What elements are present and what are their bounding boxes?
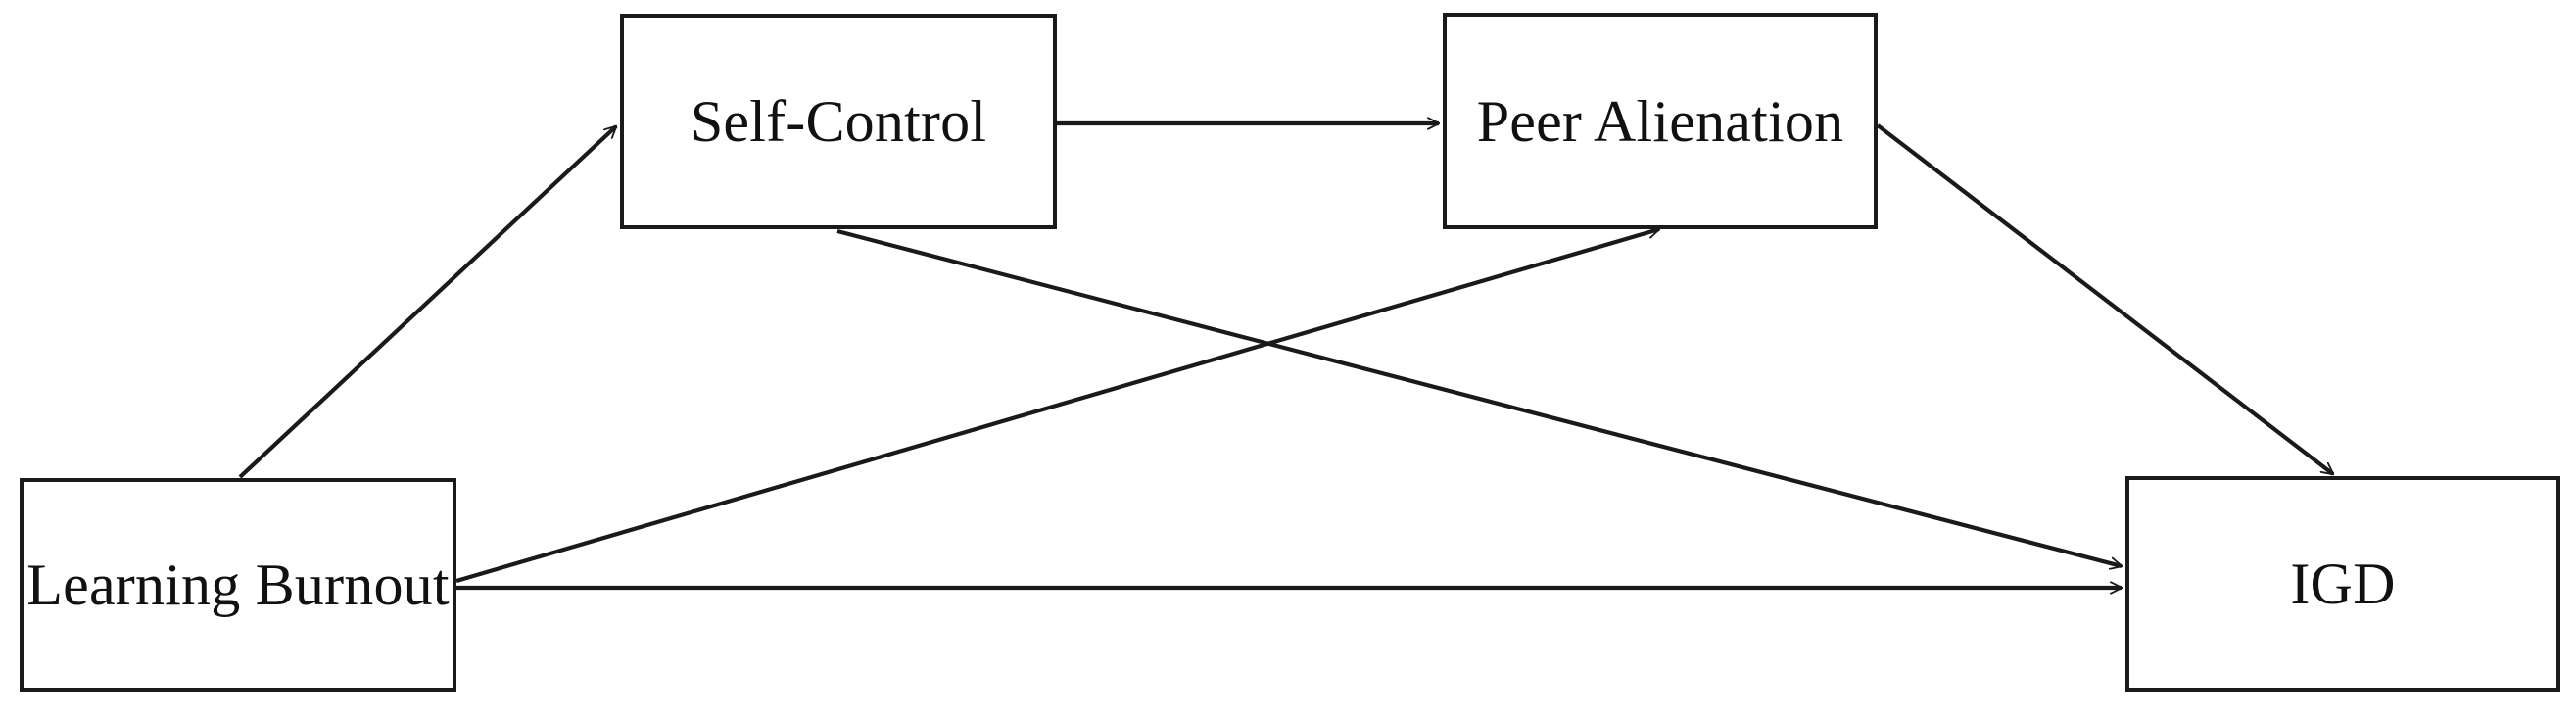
edge-lb-to-pa	[455, 229, 1659, 584]
edge-sc-to-igd	[836, 228, 2122, 566]
node-igd-label: IGD	[2290, 552, 2396, 616]
node-igd[interactable]: IGD	[2125, 476, 2560, 692]
node-self-control-label: Self-Control	[690, 89, 987, 154]
edge-lb-to-sc	[238, 126, 616, 479]
node-learning-burnout[interactable]: Learning Burnout	[20, 478, 456, 692]
node-peer-alienation-label: Peer Alienation	[1476, 88, 1844, 154]
node-peer-alienation[interactable]: Peer Alienation	[1443, 13, 1878, 229]
node-self-control[interactable]: Self-Control	[620, 14, 1057, 229]
node-learning-burnout-label: Learning Burnout	[26, 553, 450, 617]
edge-pa-to-igd	[1876, 123, 2333, 476]
